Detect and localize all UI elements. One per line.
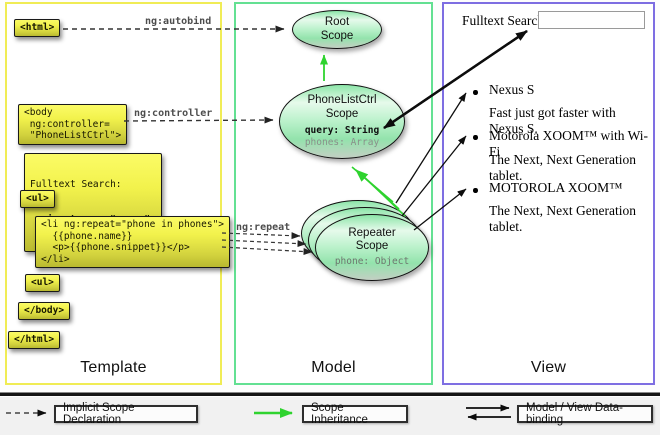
legend-implicit-scope-declaration: Implicit Scope Declaration (54, 402, 198, 426)
bullet-icon (473, 188, 478, 193)
code-html-open: <html> (14, 19, 61, 37)
legend-separator-line (0, 392, 660, 396)
repeater-scope-label-1: Repeater (348, 226, 396, 239)
phonelistctrl-prop-query: query: String (304, 124, 380, 136)
code-ul-close: <ul> (25, 274, 60, 292)
root-scope-ellipse: Root Scope (292, 10, 382, 49)
view-search-input[interactable] (538, 11, 645, 29)
code-body-close: </body> (18, 302, 71, 320)
product-name: MOTOROLA XOOM™ (489, 180, 623, 195)
product-name: Motorola XOOM™ with Wi-Fi (489, 128, 649, 159)
phonelistctrl-scope-ellipse: PhoneListCtrl Scope query: String phones… (279, 84, 405, 159)
code-fulltext-label-line: Fulltext Search: (30, 179, 122, 191)
repeater-scope-ellipse: Repeater Scope phone: Object (315, 214, 429, 281)
view-panel: Fulltext Search: Nexus S Fast just got f… (442, 2, 655, 385)
repeater-scope-label-2: Scope (355, 240, 389, 253)
model-panel: Model (234, 2, 433, 385)
product-name: Nexus S (489, 82, 535, 97)
label-ng-autobind: ng:autobind (145, 16, 212, 27)
view-panel-title: View (530, 359, 567, 376)
phonelistctrl-scope-label-1: PhoneListCtrl (307, 94, 377, 107)
root-scope-label-2: Scope (320, 29, 354, 42)
label-ng-repeat: ng:repeat (236, 222, 291, 233)
view-search-label: Fulltext Search: (462, 13, 548, 28)
template-panel-title: Template (80, 359, 147, 376)
code-ul-open: <ul> (20, 190, 55, 208)
code-html-close: </html> (8, 331, 61, 349)
label-ng-controller: ng:controller (134, 108, 213, 119)
repeater-prop-phone: phone: Object (334, 256, 410, 268)
legend-model-view-databinding: Model / View Data-binding (517, 402, 653, 426)
phonelistctrl-prop-phones: phones: Array (304, 136, 380, 148)
bullet-icon (473, 90, 478, 95)
product-desc: The Next, Next Generation tablet. (489, 152, 636, 183)
phonelistctrl-scope-label-2: Scope (325, 107, 359, 120)
code-body-open: <body ng:controller= "PhoneListCtrl"> (18, 104, 128, 145)
product-desc: The Next, Next Generation tablet. (489, 203, 636, 234)
model-panel-title: Model (311, 359, 356, 376)
legend-scope-inheritance: Scope Inheritance (302, 402, 408, 426)
root-scope-label-1: Root (324, 16, 350, 29)
bullet-icon (473, 135, 478, 140)
code-li-repeat: <li ng:repeat="phone in phones"> {{phone… (35, 216, 231, 269)
